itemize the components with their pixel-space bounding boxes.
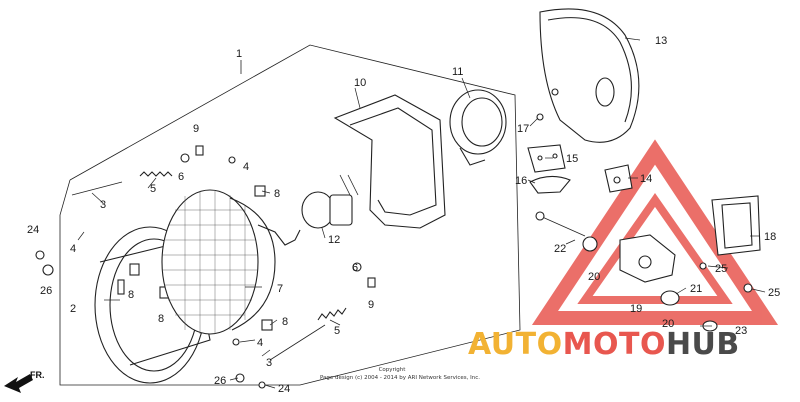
collar-19 (619, 234, 676, 283)
mount-bracket-18 (711, 195, 761, 256)
copyright-line-1: Copyright (379, 367, 407, 373)
leader-lines (77, 37, 766, 389)
callout-15: 15 (566, 153, 578, 165)
callout-14: 14 (640, 173, 652, 185)
headlight-case (539, 8, 640, 143)
front-direction-arrow: FR. (4, 370, 45, 393)
callout-11: 11 (452, 66, 463, 78)
callout-3b: 3 (266, 357, 272, 369)
callout-16: 16 (515, 175, 527, 187)
bracket-16 (529, 175, 571, 194)
hardware (35, 113, 753, 389)
callout-8a: 8 (274, 188, 280, 200)
callout-20b: 20 (662, 318, 674, 330)
headlight-bulb (301, 174, 359, 229)
callout-4a: 4 (243, 161, 249, 173)
assembly-outline (59, 44, 521, 386)
callout-19: 19 (630, 303, 642, 315)
bracket-15 (527, 144, 566, 173)
callout-8d: 8 (282, 316, 288, 328)
callout-21: 21 (690, 283, 702, 295)
socket (449, 89, 507, 166)
watermark-moto: MOTO (563, 327, 666, 362)
callout-2: 2 (70, 303, 76, 315)
stay-plate-14 (604, 164, 633, 193)
callout-24b: 24 (278, 383, 290, 395)
callout-7: 7 (277, 283, 283, 295)
watermark-hub: HUB (666, 327, 740, 362)
callout-25b: 25 (768, 287, 780, 299)
bulb-holder (333, 94, 446, 229)
callout-26a: 26 (40, 285, 52, 297)
callout-20a: 20 (588, 271, 600, 283)
callout-9a: 9 (193, 123, 199, 135)
callout-13: 13 (655, 35, 667, 47)
callout-6a: 6 (178, 171, 184, 183)
copyright-notice: Copyright Page design (c) 2004 - 2014 by… (320, 367, 480, 381)
copyright-line-2: Page design (c) 2004 - 2014 by ARI Netwo… (320, 375, 480, 381)
callout-8b: 8 (128, 289, 134, 301)
callout-26b: 26 (214, 375, 226, 387)
callout-3a: 3 (100, 199, 106, 211)
callout-4c: 4 (257, 337, 263, 349)
callout-10: 10 (354, 77, 366, 89)
adjusting-screws (71, 171, 347, 361)
callout-6b: 6 (352, 262, 358, 274)
callout-1: 1 (236, 48, 242, 60)
callout-12: 12 (328, 234, 340, 246)
callout-5b: 5 (334, 325, 340, 337)
callout-18: 18 (764, 231, 776, 243)
callout-5a: 5 (150, 183, 156, 195)
callout-9b: 9 (368, 299, 374, 311)
svg-text:AUTOMOTOHUB: AUTOMOTOHUB (468, 327, 740, 362)
callout-8c: 8 (158, 313, 164, 325)
callout-labels: 1 2 3 3 4 4 4 5 5 6 6 7 8 8 8 8 9 9 10 1… (27, 35, 780, 395)
callout-22: 22 (554, 243, 566, 255)
callout-17: 17 (517, 123, 529, 135)
front-direction-label: FR. (30, 370, 45, 380)
callout-23: 23 (735, 325, 747, 337)
callout-25a: 25 (715, 263, 727, 275)
callout-4b: 4 (70, 243, 76, 255)
watermark-auto: AUTO (468, 327, 563, 362)
watermark-logo: AUTOMOTOHUB (468, 327, 740, 362)
callout-24a: 24 (27, 224, 39, 236)
sealed-beam-unit (161, 189, 301, 335)
